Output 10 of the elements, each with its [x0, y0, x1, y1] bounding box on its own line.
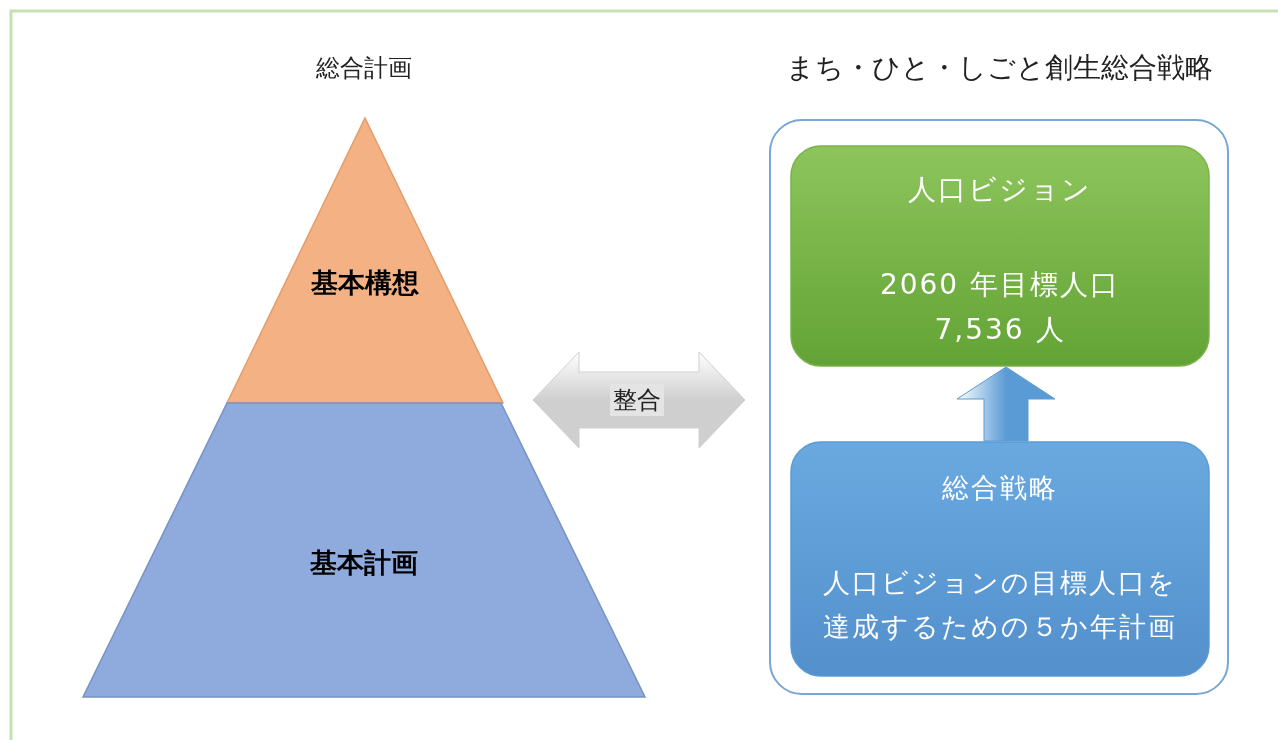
box-text: 人口ビジョンの目標人口を達成するための５か年計画: [822, 566, 1178, 644]
section-label: 基本構想: [311, 266, 419, 300]
heading: まち・ひと・しごと創生総合戦略: [785, 51, 1213, 85]
section-label: 基本計画: [310, 546, 418, 580]
edge-label: 整合: [610, 384, 664, 416]
heading: 総合計画: [316, 53, 412, 83]
box-text: 2060 年目標人口 7,536 人: [878, 266, 1122, 348]
box-heading: 人口ビジョン: [908, 172, 1092, 209]
box-heading: 総合戦略: [942, 471, 1058, 506]
block-arrow: [956, 366, 1056, 442]
